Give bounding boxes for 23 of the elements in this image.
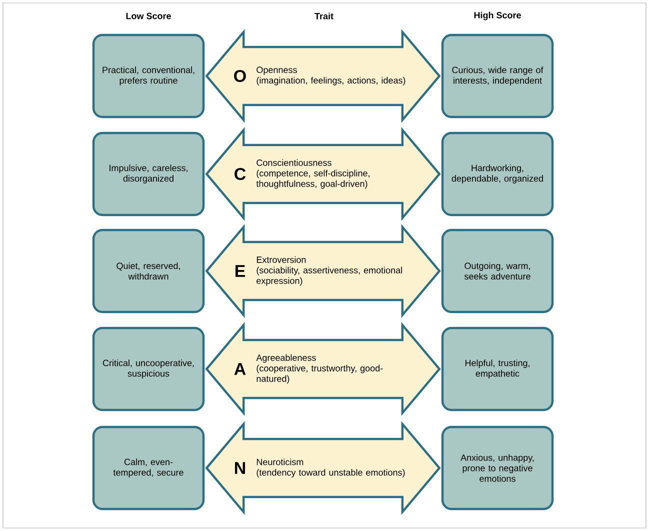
score-box: Impulsive, careless, disorganized: [92, 132, 205, 216]
trait-description: Openness (imagination, feelings, actions, ideas): [256, 66, 406, 86]
score-box: Quiet, reserved, withdrawn: [92, 228, 205, 314]
trait-description: Agreeableness (cooperative, trustworthy, good-natured): [256, 354, 383, 384]
score-box: Hardworking, dependable, organized: [441, 132, 554, 216]
trait-letter: N: [235, 462, 245, 474]
column-heading: Low Score: [126, 12, 171, 20]
trait-letter: A: [234, 363, 246, 375]
trait-letter: O: [234, 70, 246, 82]
trait-letter: C: [234, 168, 246, 180]
score-box: Outgoing, warm, seeks adventure: [441, 228, 554, 314]
score-box: Practical, conventional, prefers routine: [92, 34, 205, 118]
trait-letter: E: [235, 265, 245, 277]
trait-description: Neuroticism (tendency toward unstable emotions): [256, 458, 405, 478]
trait-description: Conscientiousness (competence, self-discipline, thoughtfulness, goal-driven): [256, 159, 370, 189]
score-box: Curious, wide range of interests, independent: [441, 34, 554, 118]
column-heading: Trait: [314, 12, 334, 20]
score-box: Anxious, unhappy, prone to negative emotions: [441, 426, 554, 510]
trait-description: Extroversion (sociability, assertiveness, emotional expression): [256, 256, 402, 286]
score-box: Helpful, trusting, empathetic: [441, 326, 554, 412]
score-box: Calm, even-tempered, secure: [92, 426, 205, 510]
column-heading: High Score: [474, 12, 521, 20]
score-box: Critical, uncooperative, suspicious: [92, 326, 205, 412]
